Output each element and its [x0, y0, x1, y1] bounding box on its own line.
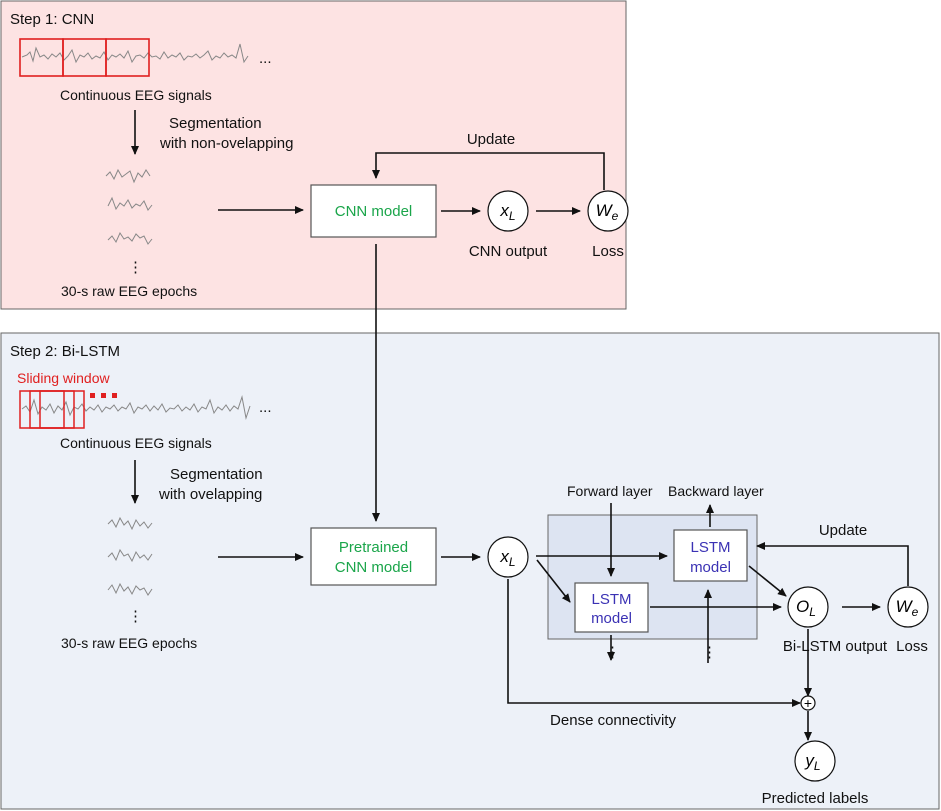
step2-w-symbol: W	[896, 597, 914, 616]
sum-node	[800, 695, 816, 711]
step2-w-subscript: e	[912, 605, 919, 619]
step1-segmentation-label-1: Segmentation	[169, 115, 262, 132]
xl-to-forward-arrow	[536, 559, 571, 603]
forward-vdots: ⋮	[605, 644, 620, 661]
step1-loss-symbol: We	[596, 201, 619, 223]
step1-signal-label: Continuous EEG signals	[60, 87, 212, 103]
step1-eeg-epochs	[105, 168, 153, 245]
sliding-window-dots	[90, 393, 117, 398]
step2-cnn-output-node	[487, 536, 529, 578]
lstm-backward-label-1: LSTM	[690, 539, 730, 556]
step1-segmentation-label-2: with non-ovelapping	[159, 135, 293, 152]
step1-cnn-model-box	[310, 184, 437, 238]
sliding-window-label: Sliding window	[17, 370, 110, 386]
lstm-backward-label-2: model	[690, 559, 731, 576]
sliding-window-box	[39, 390, 85, 429]
step2-epochs-vdots: ⋮	[128, 608, 143, 625]
step1-cnn-output-label: CNN output	[469, 243, 548, 260]
step2-cnn-output-symbol: xL	[499, 547, 515, 569]
step1-w-subscript: e	[612, 209, 619, 223]
o-subscript: L	[809, 605, 816, 619]
y-symbol: y	[804, 751, 815, 770]
predicted-labels-symbol: yL	[804, 751, 820, 773]
step1-segment-box	[105, 38, 150, 77]
step2-x-symbol: x	[499, 547, 509, 566]
predicted-labels-label: Predicted labels	[762, 790, 869, 807]
step1-x-subscript: L	[509, 209, 516, 223]
bilstm-output-node	[787, 586, 829, 628]
lstm-forward-box	[574, 582, 649, 633]
step1-cnn-output-symbol: xL	[499, 201, 515, 223]
pretrained-cnn-model-box	[310, 527, 437, 586]
step1-update-label: Update	[467, 131, 515, 148]
step1-segment-boxes	[19, 38, 150, 77]
step2-title: Step 2: Bi-LSTM	[10, 343, 120, 360]
sum-symbol: +	[804, 695, 812, 711]
step1-w-symbol: W	[596, 201, 614, 220]
dense-connectivity-arrow	[507, 579, 801, 707]
lstm-forward-label-1: LSTM	[591, 591, 631, 608]
step2-signal-ellipsis: ...	[259, 399, 272, 416]
step1-epochs-label: 30-s raw EEG epochs	[61, 283, 197, 299]
step1-loss-label: Loss	[592, 243, 624, 260]
step1-loss-node	[587, 190, 629, 232]
step2-update-label: Update	[819, 522, 867, 539]
step1-update-feedback-arrow	[372, 152, 605, 190]
step2-panel	[0, 332, 940, 810]
step1-x-symbol: x	[499, 201, 509, 220]
backward-vdots: ⋮	[702, 644, 717, 661]
step1-epochs-vdots: ⋮	[128, 259, 143, 276]
lstm-backward-box	[673, 529, 748, 582]
step1-title: Step 1: CNN	[10, 11, 94, 28]
predicted-labels-node	[794, 740, 836, 782]
bilstm-output-symbol: OL	[796, 597, 816, 619]
y-subscript: L	[814, 759, 821, 773]
lstm-forward-label-2: model	[591, 610, 632, 627]
step2-x-subscript: L	[509, 555, 516, 569]
pretrained-cnn-label-2: CNN model	[335, 559, 413, 576]
backward-to-ol-arrow	[748, 565, 787, 597]
step1-cnn-output-node	[487, 190, 529, 232]
o-symbol: O	[796, 597, 809, 616]
bilstm-output-label: Bi-LSTM output	[783, 638, 888, 655]
step2-segmentation-label-2: with ovelapping	[158, 486, 262, 503]
step1-panel	[0, 0, 627, 310]
step2-signal-label: Continuous EEG signals	[60, 435, 212, 451]
sliding-window-boxes	[19, 390, 85, 429]
step2-epochs-label: 30-s raw EEG epochs	[61, 635, 197, 651]
step1-eeg-signal	[21, 43, 249, 64]
step2-update-feedback-arrow	[756, 542, 909, 586]
step2-eeg-epochs	[107, 516, 153, 596]
step2-loss-label: Loss	[896, 638, 928, 655]
dense-connectivity-label: Dense connectivity	[550, 712, 676, 729]
step1-signal-ellipsis: ...	[259, 50, 272, 67]
step2-segmentation-label-1: Segmentation	[170, 466, 263, 483]
step1-cnn-model-label: CNN model	[335, 203, 413, 220]
pretrained-cnn-label-1: Pretrained	[339, 539, 408, 556]
step2-loss-node	[887, 586, 929, 628]
backward-layer-label: Backward layer	[668, 483, 764, 499]
step2-eeg-signal	[21, 395, 251, 420]
step2-loss-symbol: We	[896, 597, 919, 619]
forward-layer-label: Forward layer	[567, 483, 653, 499]
